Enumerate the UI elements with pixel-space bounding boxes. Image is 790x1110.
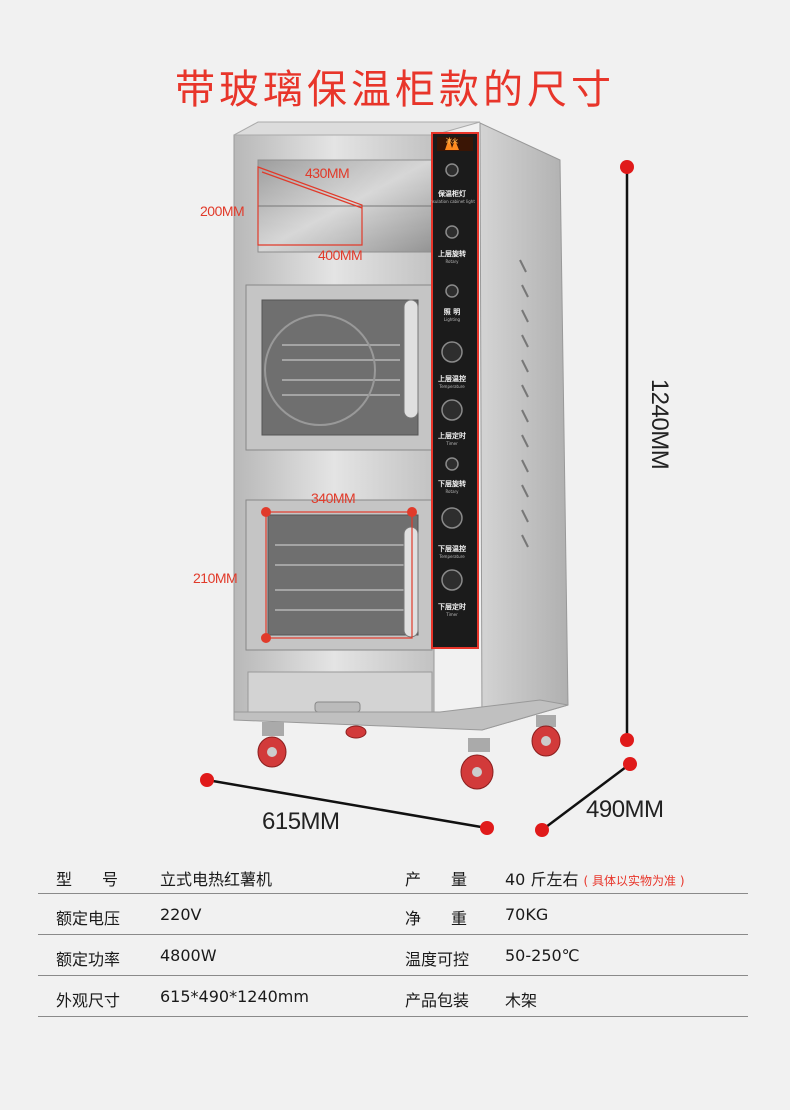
knob-icon: [445, 284, 459, 298]
control-panel: [431, 132, 479, 649]
spec-label: 产品包装: [405, 991, 470, 1010]
control-knobs: [441, 163, 463, 591]
spec-value-group: 40 斤左右 ( 具体以实物为准 ): [505, 866, 685, 890]
panel-brand: 冰火: [445, 138, 458, 145]
wheel-icon: [531, 715, 561, 757]
spec-label: 外观尺寸: [56, 991, 121, 1010]
spec-value: 木架: [505, 991, 538, 1010]
product-illustration: [200, 121, 637, 837]
cabinet-front: [233, 121, 569, 731]
spec-value: 40 斤左右: [505, 870, 579, 889]
knob-icon: [441, 569, 463, 591]
dim-depth: 490MM: [586, 796, 664, 823]
spec-value: 4800W: [160, 946, 217, 965]
page-title: 带玻璃保温柜款的尺寸: [175, 66, 615, 113]
dim-chamber-width: 340MM: [311, 490, 356, 506]
spec-value: 立式电热红薯机: [160, 870, 273, 889]
knob-icon: [441, 399, 463, 421]
spec-label: 净重: [405, 909, 498, 928]
spec-label: 型号: [56, 870, 149, 889]
spec-note: ( 具体以实物为准 ): [583, 874, 685, 888]
cabinet-side-panel: [479, 122, 569, 731]
spec-row: 外观尺寸 615*490*1240mm 产品包装 木架: [38, 976, 748, 1017]
dimension-guides: [257, 166, 413, 639]
overall-dimension-lines: [206, 167, 631, 831]
upper-door-handle: [403, 299, 419, 419]
dim-top-width: 430MM: [305, 165, 350, 181]
spec-row: 额定电压 220V 净重 70KG: [38, 894, 748, 935]
dim-chamber-height: 210MM: [193, 570, 238, 586]
lower-door-handle: [403, 526, 419, 638]
spec-value: 220V: [160, 905, 202, 924]
dim-width: 615MM: [262, 808, 340, 835]
dimension-endpoints: [261, 507, 417, 643]
spec-row: 型号 立式电热红薯机 产量 40 斤左右 ( 具体以实物为准 ): [38, 855, 748, 894]
spec-label: 额定功率: [56, 950, 121, 969]
dim-top-front: 400MM: [318, 247, 363, 263]
wheel-icon: [345, 725, 367, 739]
knob-icon: [441, 507, 463, 529]
spec-label: 额定电压: [56, 909, 121, 928]
knob-icon: [445, 163, 459, 177]
knob-icon: [445, 225, 459, 239]
spec-label: 温度可控: [405, 950, 470, 969]
caster-wheels: [257, 715, 561, 790]
spec-value: 615*490*1240mm: [160, 987, 309, 1006]
dim-total-height: 1240MM: [646, 378, 673, 470]
spec-row: 额定功率 4800W 温度可控 50-250℃: [38, 935, 748, 976]
dim-top-height: 200MM: [200, 203, 245, 219]
wheel-icon: [460, 738, 494, 790]
spec-value: 50-250℃: [505, 946, 580, 965]
overall-dimension-endpoints: [200, 160, 637, 837]
knob-icon: [445, 457, 459, 471]
spec-value: 70KG: [505, 905, 549, 924]
spec-label: 产量: [405, 870, 498, 889]
wheel-icon: [257, 722, 287, 768]
knob-icon: [441, 341, 463, 363]
spec-table: 型号 立式电热红薯机 产量 40 斤左右 ( 具体以实物为准 ) 额定电压 22…: [38, 855, 748, 1017]
